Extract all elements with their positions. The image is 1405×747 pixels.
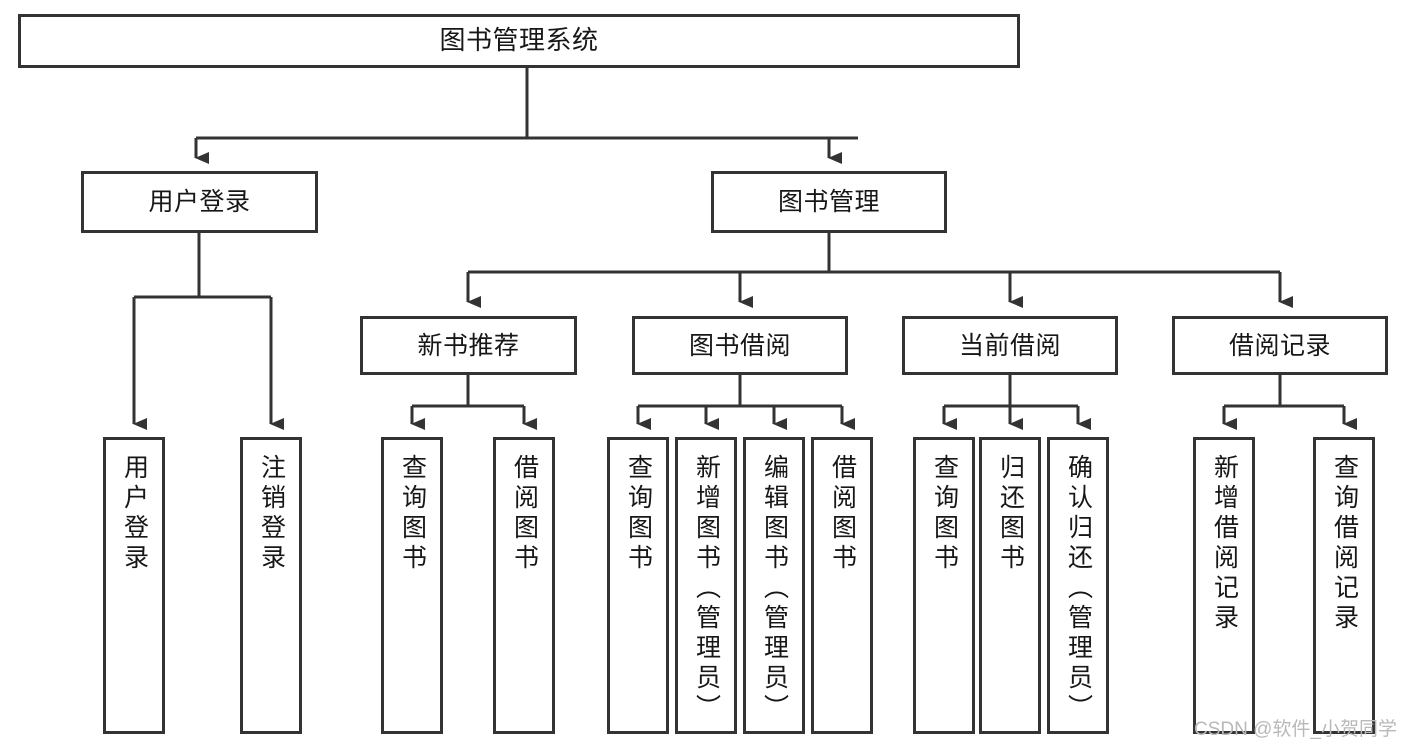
node-leaf-logout[interactable]: 注销登录 (240, 437, 302, 734)
node-root[interactable]: 图书管理系统 (18, 14, 1020, 68)
node-leaf-query-book-2-label: 查询图书 (624, 454, 653, 574)
node-leaf-add-record-label: 新增借阅记录 (1210, 454, 1239, 634)
node-leaf-confirm-return[interactable]: 确认归还（管理员） (1047, 437, 1109, 734)
node-current-borrow-label: 当前借阅 (958, 331, 1061, 360)
node-new-book-rec-label: 新书推荐 (417, 331, 520, 360)
node-user-login-label: 用户登录 (148, 188, 251, 216)
node-leaf-add-book[interactable]: 新增图书（管理员） (675, 437, 737, 734)
node-leaf-query-book-1-label: 查询图书 (398, 454, 427, 574)
node-leaf-user-login[interactable]: 用户登录 (103, 437, 165, 734)
node-leaf-query-book-2[interactable]: 查询图书 (607, 437, 669, 734)
node-leaf-edit-book[interactable]: 编辑图书（管理员） (743, 437, 805, 734)
node-leaf-query-record[interactable]: 查询借阅记录 (1313, 437, 1375, 734)
node-leaf-borrow-book-2[interactable]: 借阅图书 (811, 437, 873, 734)
node-leaf-query-book-3-label: 查询图书 (930, 454, 959, 574)
node-leaf-return-book[interactable]: 归还图书 (979, 437, 1041, 734)
node-borrow-record[interactable]: 借阅记录 (1172, 316, 1388, 375)
node-leaf-edit-book-label: 编辑图书（管理员） (760, 454, 789, 724)
node-current-borrow[interactable]: 当前借阅 (902, 316, 1118, 375)
node-leaf-add-record[interactable]: 新增借阅记录 (1193, 437, 1255, 734)
node-book-manage[interactable]: 图书管理 (711, 171, 947, 233)
node-book-manage-label: 图书管理 (777, 188, 880, 216)
node-book-borrow-label: 图书借阅 (688, 331, 791, 360)
node-user-login[interactable]: 用户登录 (81, 171, 318, 233)
node-leaf-borrow-book-1[interactable]: 借阅图书 (493, 437, 555, 734)
node-leaf-user-login-label: 用户登录 (120, 454, 149, 574)
node-leaf-borrow-book-2-label: 借阅图书 (828, 454, 857, 574)
watermark: CSDN @软件_小贺同学 (1194, 719, 1397, 740)
node-borrow-record-label: 借阅记录 (1228, 331, 1331, 360)
node-leaf-query-book-1[interactable]: 查询图书 (381, 437, 443, 734)
node-leaf-borrow-book-1-label: 借阅图书 (510, 454, 539, 574)
node-new-book-rec[interactable]: 新书推荐 (360, 316, 577, 375)
node-leaf-query-book-3[interactable]: 查询图书 (913, 437, 975, 734)
node-leaf-logout-label: 注销登录 (257, 454, 286, 574)
node-leaf-return-book-label: 归还图书 (996, 454, 1025, 574)
node-leaf-query-record-label: 查询借阅记录 (1330, 454, 1359, 634)
node-leaf-add-book-label: 新增图书（管理员） (692, 454, 721, 724)
node-book-borrow[interactable]: 图书借阅 (632, 316, 848, 375)
node-leaf-confirm-return-label: 确认归还（管理员） (1064, 454, 1093, 724)
node-root-label: 图书管理系统 (439, 25, 599, 56)
